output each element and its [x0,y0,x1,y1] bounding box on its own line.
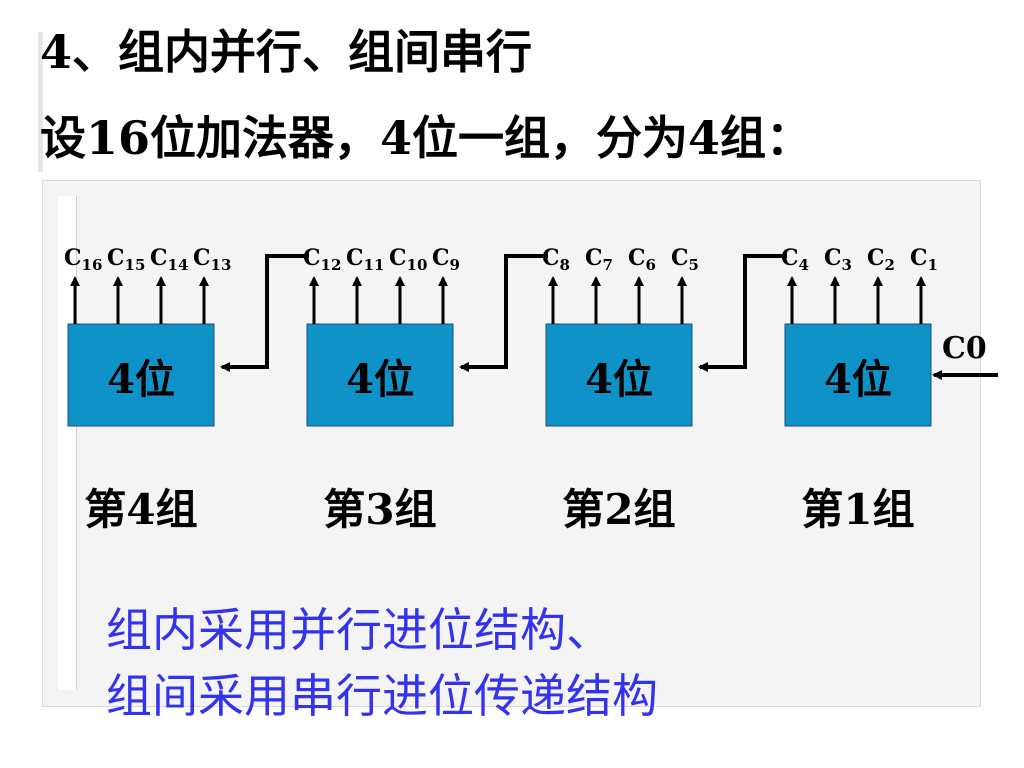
carry-label-c10: C10 [389,245,427,274]
note-line-2: 组间采用串行进位传递结构 [106,669,658,723]
carry-label-c11: C11 [346,245,384,274]
carry-label-c16: C16 [64,245,102,274]
carry-label-c15: C15 [107,245,145,274]
serial-carry-link-2 [459,254,548,372]
carry-label-c13: C13 [193,245,231,274]
slide-title: 4、组内并行、组间串行 [40,25,533,79]
serial-carry-link-3 [698,254,787,372]
carry-label-c9: C9 [432,245,460,274]
group-3-label: 第3组 [323,485,436,534]
carry-label-c12: C12 [303,245,341,274]
group-4-label: 第4组 [84,485,197,534]
group-4-block [67,323,215,427]
group-2-block [545,323,693,427]
carry-label-c14: C14 [150,245,188,274]
carry-in-label: C0 [942,331,987,366]
title-accent-bar [38,32,43,172]
group-3-block-label: 4位 [346,356,414,403]
group-4-block-label: 4位 [107,356,175,403]
carry-label-c4: C4 [781,245,809,274]
diagram-panel-rail [58,196,77,690]
group-2-label: 第2组 [562,485,675,534]
diagram-panel [42,180,981,707]
slide-subtitle: 设16位加法器，4位一组，分为4组： [40,111,813,165]
carry-label-c3: C3 [824,245,852,274]
carry-label-c1: C1 [910,245,938,274]
serial-carry-link-1 [220,254,309,372]
group-1-block [784,323,932,427]
note-line-1: 组内采用并行进位结构、 [106,603,612,657]
carry-label-c2: C2 [867,245,895,274]
carry-label-c8: C8 [542,245,570,274]
group-3-block [306,323,454,427]
carry-label-c7: C7 [585,245,613,274]
group-2-block-label: 4位 [585,356,653,403]
carry-label-c5: C5 [671,245,699,274]
carry-label-c6: C6 [628,245,656,274]
group-1-label: 第1组 [801,485,914,534]
group-1-block-label: 4位 [824,356,892,403]
